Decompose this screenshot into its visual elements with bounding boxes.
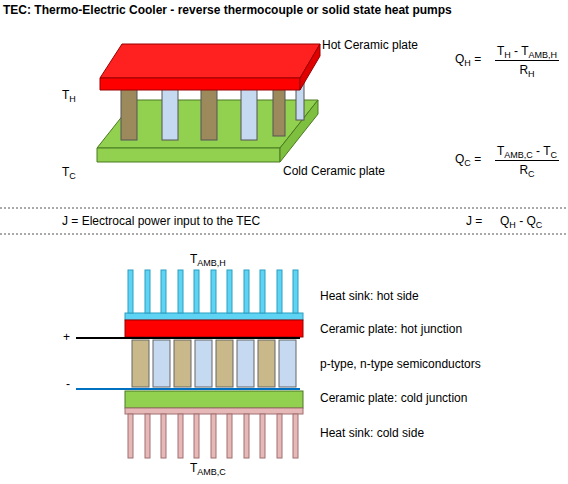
temperature-label: TH [62,88,76,102]
part-label: Ceramic plate: cold junction [320,391,467,405]
subscript: H [528,69,535,79]
temperature-label: TC [62,165,76,179]
negative-wire [76,388,300,390]
cold-heat-sink [125,408,303,458]
cold-ceramic-plate [125,391,303,408]
subscript: AMB,C [197,467,226,477]
subscript: H [464,58,471,68]
dotted-separator [0,234,568,235]
equation-lhs: J = [466,214,482,228]
part-label: Heat sink: hot side [320,289,419,303]
subscript: AMB,H [529,50,558,60]
subscript: C [536,220,543,230]
part-label: Hot Ceramic plate [322,38,418,52]
equation-denominator: RC [519,163,534,177]
hot-ceramic-plate [125,320,303,337]
title: TEC: Thermo-Electric Cooler - reverse th… [3,3,452,17]
definition-note: J = Electrocal power input to the TEC [62,214,260,228]
polarity-sign: + [63,330,70,344]
equation-lhs: QH = [455,52,481,66]
subscript: C [69,171,76,181]
polarity-sign: - [66,377,70,391]
temperature-label: TAMB,C [190,461,226,475]
subscript: H [504,50,511,60]
part-label: Ceramic plate: hot junction [320,322,462,336]
temperature-label: TAMB,H [190,252,226,266]
subscript: C [551,150,558,160]
hot-plate-side [300,44,320,90]
semiconductors [132,340,296,387]
subscript: H [69,94,76,104]
part-label: p-type, n-type semiconductors [320,357,481,371]
subscript: H [509,220,516,230]
equation-rhs: QH - QC [500,214,542,228]
pillar [162,88,178,140]
subscript: AMB,C [504,150,533,160]
dotted-separator [0,208,568,209]
part-label: Cold Ceramic plate [283,164,385,178]
pillar [121,88,137,140]
hot-heat-sink [125,270,303,320]
hot-plate-top [100,44,320,78]
pillar [201,88,217,140]
pillar [273,88,285,136]
equation-denominator: RH [519,63,534,77]
part-label: Heat sink: cold side [320,426,424,440]
subscript: AMB,H [197,258,226,268]
equation-numerator: TH - TAMB,H [495,44,559,61]
positive-wire [76,337,300,339]
equation-numerator: TAMB,C - TC [495,144,559,161]
cold-plate-front [97,148,280,162]
pillar [241,88,257,140]
subscript: C [528,169,535,179]
hot-plate-front [100,78,300,90]
subscript: C [464,158,471,168]
equation-lhs: QC = [455,152,481,166]
